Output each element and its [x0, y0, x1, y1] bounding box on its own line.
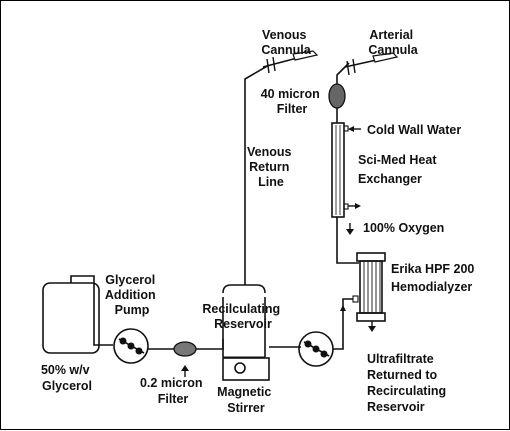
- pump-to-dialyzer-line: [333, 298, 353, 350]
- arterial-cannula-label: Arterial Cannula: [368, 28, 418, 57]
- filter-40-label: 40 micron Filter: [261, 87, 324, 116]
- heat-exchanger-icon: [331, 122, 349, 218]
- venous-return-line: [244, 64, 270, 285]
- filter-arrow-icon: [181, 365, 189, 371]
- glycerol-line-to-reservoir: [196, 339, 224, 350]
- cold-water-in-arrow-icon: [348, 126, 354, 132]
- reservoir-icon: [222, 284, 266, 357]
- hemodialyzer-icon: [352, 252, 386, 322]
- blood-pump-icon: [298, 331, 334, 367]
- glycerol-container: [42, 282, 100, 354]
- oxygen-label: 100% Oxygen: [363, 221, 444, 235]
- arterial-cannula-icon: [344, 52, 399, 76]
- hemodialyzer-label: Erika HPF 200 Hemodialyzer: [391, 262, 478, 294]
- reservoir-label: Recilculating Reservoir: [202, 302, 283, 331]
- heat-exchanger-label: Sci-Med Heat Exchanger: [358, 153, 440, 186]
- ultrafiltrate-label: Ultrafiltrate Returned to Recirculating …: [367, 352, 450, 414]
- glycerol-pump-label: Glycerol Addition Pump: [105, 273, 159, 317]
- glycerol-feed-line: [70, 275, 113, 346]
- exchanger-to-dialyzer-line: [336, 217, 359, 264]
- venous-cannula-label: Venous Cannula: [261, 28, 311, 57]
- filter-0-2-icon: [173, 341, 197, 357]
- glycerol-label: 50% w/v Glycerol: [41, 363, 93, 393]
- cold-wall-water-label: Cold Wall Water: [367, 123, 461, 137]
- filter-40-icon: [328, 83, 346, 109]
- venous-return-line-label: Venous Return Line: [247, 145, 295, 189]
- magnetic-stirrer-label: Magnetic Stirrer: [217, 385, 275, 415]
- filter-0-2-label: 0.2 micron Filter: [140, 376, 206, 406]
- venous-cannula-icon: [262, 50, 319, 74]
- glycerol-pump-icon: [113, 328, 149, 364]
- magnetic-stirrer-icon: [222, 357, 270, 381]
